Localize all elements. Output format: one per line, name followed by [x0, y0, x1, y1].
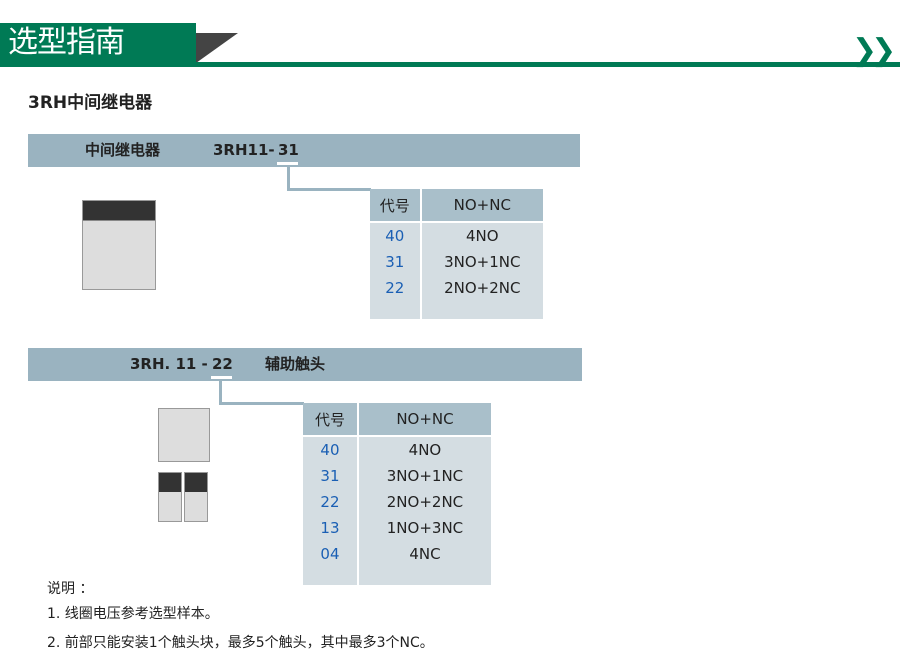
column-header: NO+NC	[358, 403, 491, 437]
relay-product-image	[82, 200, 156, 290]
aux-block-image	[184, 472, 208, 522]
code-cell: 31	[370, 249, 420, 275]
header-title: 选型指南	[0, 23, 196, 63]
contact-cell: 4NO	[421, 223, 543, 249]
table-padding	[358, 567, 491, 585]
code-cell: 40	[370, 223, 420, 249]
relay-band-label: 中间继电器	[85, 141, 161, 159]
contact-cell: 3NO+1NC	[421, 249, 543, 275]
code-cell: 13	[303, 515, 357, 541]
relay-band: 中间继电器 3RH11- 31	[28, 134, 580, 167]
section-title: 3RH中间继电器	[28, 93, 153, 113]
notes-title: 说明 ：	[47, 581, 94, 597]
relay-model-prefix: 3RH11-	[213, 141, 275, 159]
aux-model-prefix: 3RH. 11 -	[130, 355, 208, 373]
table-padding	[421, 301, 543, 319]
connector-line	[219, 379, 222, 405]
contact-cell: 1NO+3NC	[358, 515, 491, 541]
aux-block-image	[158, 472, 182, 522]
header-decoration	[196, 33, 238, 63]
relay-model-code: 31	[278, 141, 299, 159]
connector-line	[287, 188, 371, 191]
note-item: 1. 线圈电压参考选型样本。	[47, 606, 219, 622]
table-padding	[303, 567, 357, 585]
aux-model-code: 22	[212, 355, 233, 373]
code-cell: 31	[303, 463, 357, 489]
header-rule	[0, 62, 900, 67]
contact-cell: 4NC	[358, 541, 491, 567]
connector-line	[287, 165, 290, 191]
code-cell: 22	[303, 489, 357, 515]
column-header: 代号	[370, 189, 420, 223]
contact-cell: 3NO+1NC	[358, 463, 491, 489]
code-cell: 40	[303, 437, 357, 463]
column-header: NO+NC	[421, 189, 543, 223]
connector-line	[219, 402, 304, 405]
code-cell: 04	[303, 541, 357, 567]
aux-band-label: 辅助触头	[265, 355, 326, 373]
note-item: 2. 前部只能安装1个触头块，最多5个触头，其中最多3个NC。	[47, 635, 434, 651]
contact-cell: 2NO+2NC	[358, 489, 491, 515]
aux-band: 3RH. 11 - 22 辅助触头	[28, 348, 582, 381]
contact-cell: 2NO+2NC	[421, 275, 543, 301]
table-padding	[370, 301, 420, 319]
column-header: 代号	[303, 403, 357, 437]
code-cell: 22	[370, 275, 420, 301]
aux-block-image	[158, 408, 210, 462]
contact-cell: 4NO	[358, 437, 491, 463]
double-chevron-icon: ❯❯	[852, 33, 896, 68]
code-underline	[277, 162, 298, 165]
code-underline	[211, 376, 232, 379]
